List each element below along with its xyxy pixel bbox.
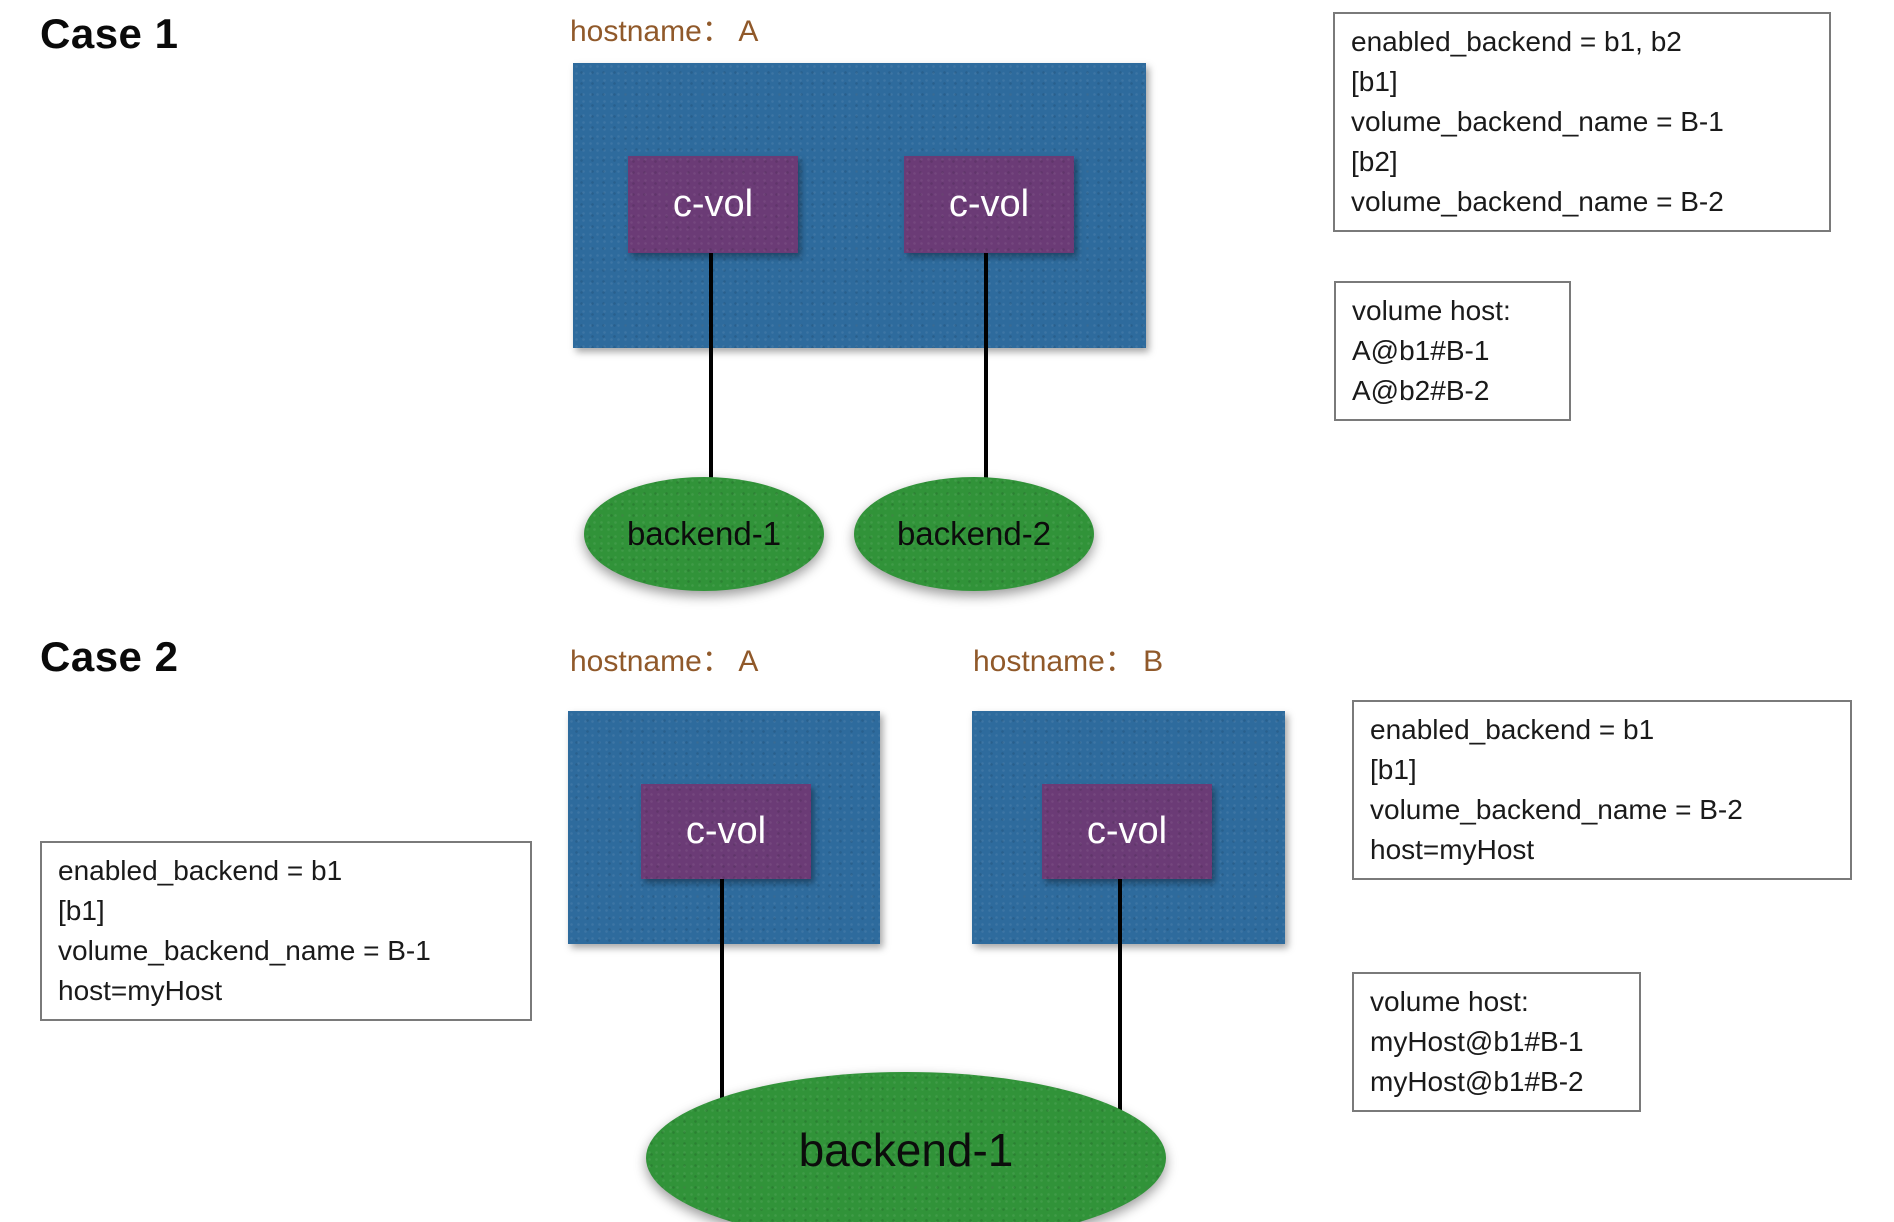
- case2-backend1-label: backend-1: [798, 1124, 1014, 1176]
- volume-host-line: volume host:: [1370, 986, 1529, 1017]
- case1-cvol-label-1: c-vol: [672, 183, 754, 225]
- case1-connector-cvol1-backend1: [709, 250, 713, 485]
- case2-volume-host-box: volume host: myHost@b1#B-1 myHost@b1#B-2: [1352, 972, 1641, 1112]
- volume-host-line: A@b1#B-1: [1352, 335, 1490, 366]
- case2-cvol-label-a: c-vol: [685, 810, 767, 852]
- case2-left-config-box: enabled_backend = b1 [b1] volume_backend…: [40, 841, 532, 1021]
- case1-backend1-label: backend-1: [626, 515, 782, 552]
- case1-cvol-box-1: c-vol: [628, 156, 798, 253]
- case1-cvol-label-2: c-vol: [948, 183, 1030, 225]
- case2-cvol-box-a: c-vol: [641, 784, 811, 879]
- case1-cvol-box-2: c-vol: [904, 156, 1074, 253]
- volume-host-line: volume host:: [1352, 295, 1511, 326]
- case1-backend2-label: backend-2: [896, 515, 1052, 552]
- config-line: host=myHost: [58, 975, 223, 1006]
- volume-host-line: myHost@b1#B-1: [1370, 1026, 1584, 1057]
- config-line: volume_backend_name = B-2: [1351, 186, 1724, 217]
- case1-connector-cvol2-backend2: [984, 250, 988, 488]
- case1-backend2-ellipse: backend-2: [854, 477, 1094, 591]
- config-line: [b1]: [58, 895, 105, 926]
- case1-hostname-a-label: hostname： A: [570, 15, 759, 48]
- case1-backend1-ellipse: backend-1: [584, 477, 824, 591]
- case2-hostname-a-label: hostname： A: [570, 645, 759, 678]
- case2-host-a-rect: [568, 711, 880, 944]
- config-line: [b1]: [1351, 66, 1398, 97]
- config-line: volume_backend_name = B-1: [58, 935, 431, 966]
- case1-title: Case 1: [40, 10, 179, 57]
- volume-host-line: A@b2#B-2: [1352, 375, 1490, 406]
- case2-connector-cvola-backend1: [720, 874, 724, 1114]
- config-line: volume_backend_name = B-2: [1370, 794, 1743, 825]
- config-line: host=myHost: [1370, 834, 1535, 865]
- config-line: enabled_backend = b1: [1370, 714, 1655, 745]
- config-line: [b1]: [1370, 754, 1417, 785]
- config-line: volume_backend_name = B-1: [1351, 106, 1724, 137]
- volume-host-line: myHost@b1#B-2: [1370, 1066, 1584, 1097]
- case2-title: Case 2: [40, 633, 179, 680]
- case1-config-box: enabled_backend = b1, b2 [b1] volume_bac…: [1333, 12, 1831, 232]
- config-line: [b2]: [1351, 146, 1398, 177]
- case2-cvol-box-b: c-vol: [1042, 784, 1212, 879]
- case2-right-config-box: enabled_backend = b1 [b1] volume_backend…: [1352, 700, 1852, 880]
- case2-backend1-ellipse: backend-1: [646, 1072, 1166, 1222]
- case2-cvol-label-b: c-vol: [1086, 810, 1168, 852]
- case2-hostname-b-label: hostname： B: [973, 645, 1164, 678]
- case1-volume-host-box: volume host: A@b1#B-1 A@b2#B-2: [1334, 281, 1571, 421]
- config-line: enabled_backend = b1, b2: [1351, 26, 1682, 57]
- case2-connector-cvolb-backend1: [1118, 874, 1122, 1122]
- config-line: enabled_backend = b1: [58, 855, 343, 886]
